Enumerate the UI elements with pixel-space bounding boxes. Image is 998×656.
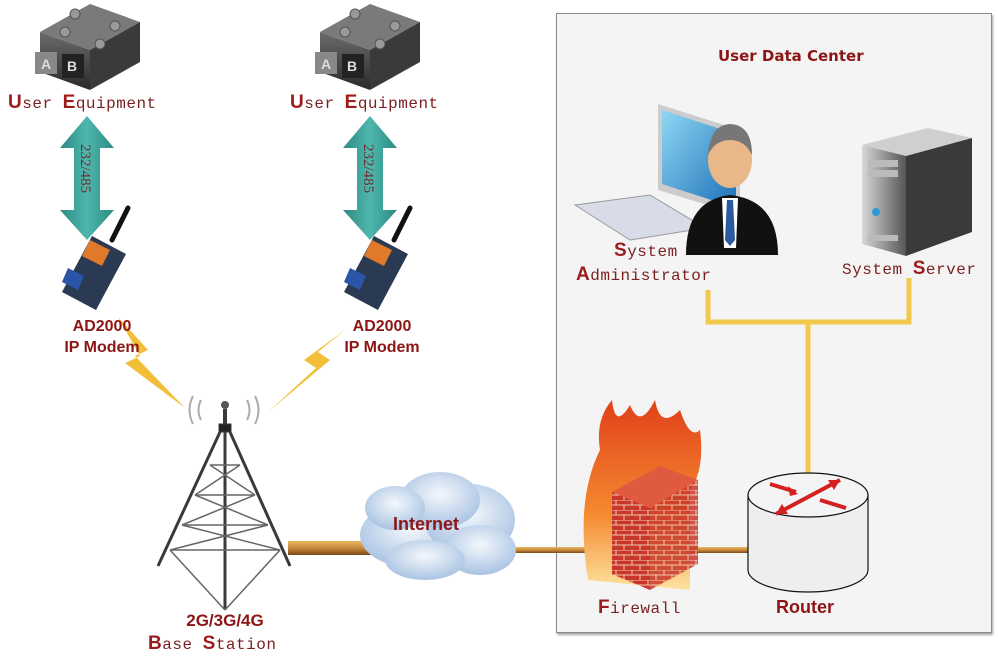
- modem-right-label: AD2000 IP Modem: [322, 316, 442, 358]
- internet-label: Internet: [393, 514, 460, 534]
- lightning-left-icon: [118, 317, 185, 408]
- user-equipment-left-icon: A B: [35, 4, 140, 90]
- label-cap: F: [598, 597, 611, 618]
- serial-arrow-left-icon: 232/485: [60, 116, 114, 240]
- label-text: tation: [215, 636, 277, 654]
- modem-left-label: AD2000 IP Modem: [42, 316, 162, 358]
- label-cap: S: [202, 633, 216, 654]
- label-text: quipment: [357, 95, 439, 113]
- serial-arrow-right-icon: 232/485: [343, 116, 397, 240]
- ip-modem-left-icon: [62, 205, 131, 310]
- modem-type: IP Modem: [344, 339, 420, 356]
- label-cap: A: [576, 264, 591, 285]
- arrow-right-label: 232/485: [360, 144, 376, 193]
- label-cap: E: [344, 92, 358, 113]
- administrator-computer-icon: [573, 104, 778, 255]
- base-station-label: Base Station: [148, 633, 276, 655]
- label-text: ser: [22, 95, 63, 113]
- modem-type: IP Modem: [64, 339, 140, 356]
- user-equipment-right-label: User Equipment: [290, 92, 439, 114]
- firewall-icon: [583, 400, 702, 590]
- lan-wire: [705, 278, 912, 490]
- user-equipment-right-icon: A B: [315, 4, 420, 90]
- ip-modem-right-icon: [344, 205, 413, 310]
- server-tower-icon: [862, 128, 972, 256]
- key-a-label: A: [41, 56, 51, 72]
- router-label: Router: [776, 597, 834, 617]
- label-text: ser: [304, 95, 345, 113]
- label-text: S: [842, 261, 853, 279]
- internet-cloud-icon: [360, 472, 516, 580]
- base-station-generation-label: 2G/3G/4G: [186, 611, 264, 630]
- firewall-label: Firewall: [598, 597, 681, 619]
- modem-model: AD2000: [352, 318, 412, 335]
- label-cap: U: [8, 92, 23, 113]
- label-cap: S: [614, 240, 628, 261]
- key-a-label: A: [321, 56, 331, 72]
- label-text: irewall: [610, 600, 681, 618]
- modem-model: AD2000: [72, 318, 132, 335]
- admin-label-line1: System: [614, 240, 678, 262]
- label-cap: S: [912, 258, 926, 279]
- label-text: dministrator: [590, 267, 712, 285]
- label-cap: U: [290, 92, 305, 113]
- user-equipment-left-label: User Equipment: [8, 92, 157, 114]
- key-b-label: B: [67, 58, 77, 74]
- label-text: quipment: [75, 95, 157, 113]
- cell-tower-icon: [156, 395, 292, 611]
- tower-internet-wire: [288, 541, 372, 555]
- label-cap: B: [148, 633, 163, 654]
- router-icon: [747, 472, 869, 593]
- data-center-title: User Data Center: [718, 47, 864, 65]
- label-text: erver: [925, 261, 977, 279]
- label-text: ystem: [627, 243, 678, 261]
- label-text: ystem: [852, 261, 913, 279]
- arrow-left-label: 232/485: [77, 144, 93, 193]
- server-label: System Server: [842, 258, 976, 280]
- key-b-label: B: [347, 58, 357, 74]
- admin-label-line2: Administrator: [576, 264, 711, 286]
- label-text: ase: [162, 636, 203, 654]
- label-cap: E: [62, 92, 76, 113]
